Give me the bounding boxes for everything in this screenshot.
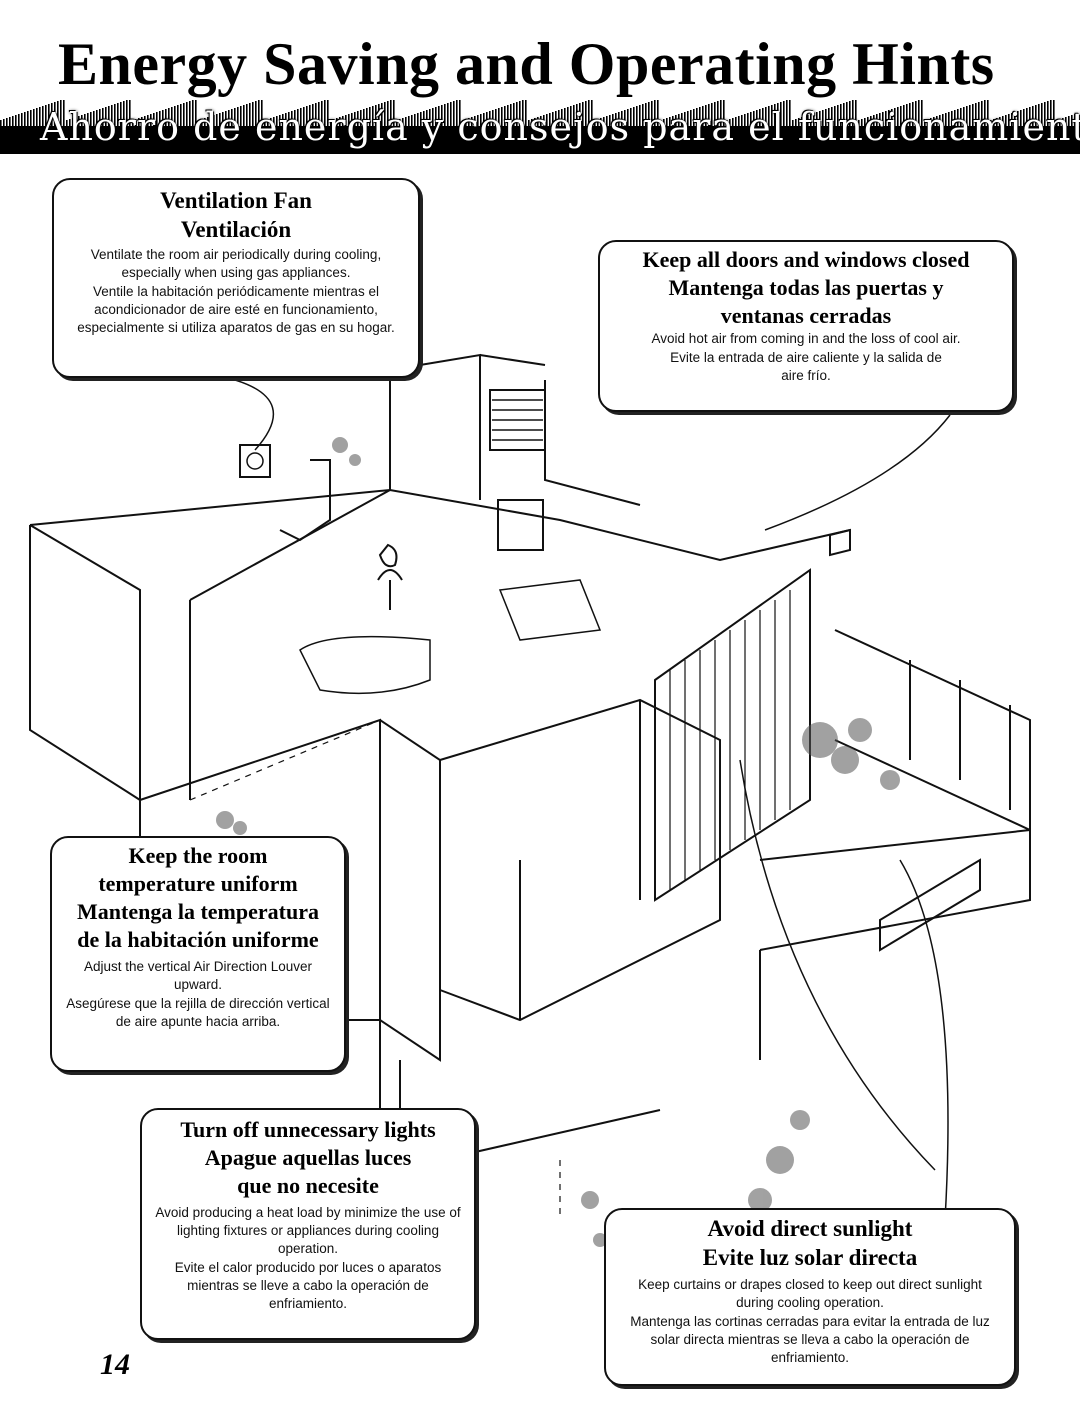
temperature-text-es: Asegúrese que la rejilla de dirección ve… <box>66 996 330 1029</box>
ventilation-text-en: Ventilate the room air periodically duri… <box>90 247 382 280</box>
sunlight-text-en: Keep curtains or drapes closed to keep o… <box>638 1277 982 1310</box>
sunlight-text-es: Mantenga las cortinas cerradas para evit… <box>630 1314 990 1365</box>
room-illustration <box>29 353 1031 1247</box>
sunlight-heading-es: Evite luz solar directa <box>702 1245 918 1270</box>
page-number: 14 <box>100 1348 130 1381</box>
page-title: Energy Saving and Operating Hints <box>58 31 995 97</box>
lights-text-es: Evite el calor producido por luces o apa… <box>174 1260 442 1311</box>
doors-text-es: Evite la entrada de aire caliente y la s… <box>670 350 942 383</box>
temperature-text-en: Adjust the vertical Air Direction Louver… <box>83 959 313 992</box>
callout-direct-sunlight: Avoid direct sunlight Evite luz solar di… <box>604 1208 1016 1386</box>
callout-ventilation-fan: Ventilation Fan Ventilación Ventilate th… <box>52 178 420 378</box>
ventilation-text-es: Ventile la habitación periódicamente mie… <box>77 284 395 335</box>
subtitle-band: Ahorro de energía y consejos para el fun… <box>0 100 1080 154</box>
temperature-heading-1: Keep the room <box>128 843 268 868</box>
temperature-heading-2: temperature uniform <box>98 871 298 896</box>
ventilation-heading-es: Ventilación <box>180 217 292 242</box>
sunlight-heading-en: Avoid direct sunlight <box>707 1216 913 1241</box>
page-subtitle: Ahorro de energía y consejos para el fun… <box>40 105 1080 149</box>
lights-text-en: Avoid producing a heat load by minimize … <box>155 1205 461 1256</box>
callout-doors-windows: Keep all doors and windows closed Manten… <box>598 240 1014 412</box>
doors-heading-3: ventanas cerradas <box>720 303 892 328</box>
callout-temperature-uniform: Keep the room temperature uniform Manten… <box>50 836 346 1072</box>
doors-heading-2: Mantenga todas las puertas y <box>668 275 944 300</box>
lights-heading-2: Apague aquellas luces <box>204 1145 412 1170</box>
callout-turn-off-lights: Turn off unnecessary lights Apague aquel… <box>140 1108 476 1340</box>
subtitle-band-texture <box>0 100 1080 154</box>
temperature-heading-3: Mantenga la temperatura <box>77 899 319 924</box>
lights-heading-3: que no necesite <box>237 1173 379 1198</box>
lights-heading-1: Turn off unnecessary lights <box>180 1117 436 1142</box>
temperature-heading-4: de la habitación uniforme <box>77 927 319 952</box>
doors-heading-1: Keep all doors and windows closed <box>642 247 970 272</box>
ventilation-heading-en: Ventilation Fan <box>160 188 312 213</box>
doors-text-en: Avoid hot air from coming in and the los… <box>651 331 961 346</box>
